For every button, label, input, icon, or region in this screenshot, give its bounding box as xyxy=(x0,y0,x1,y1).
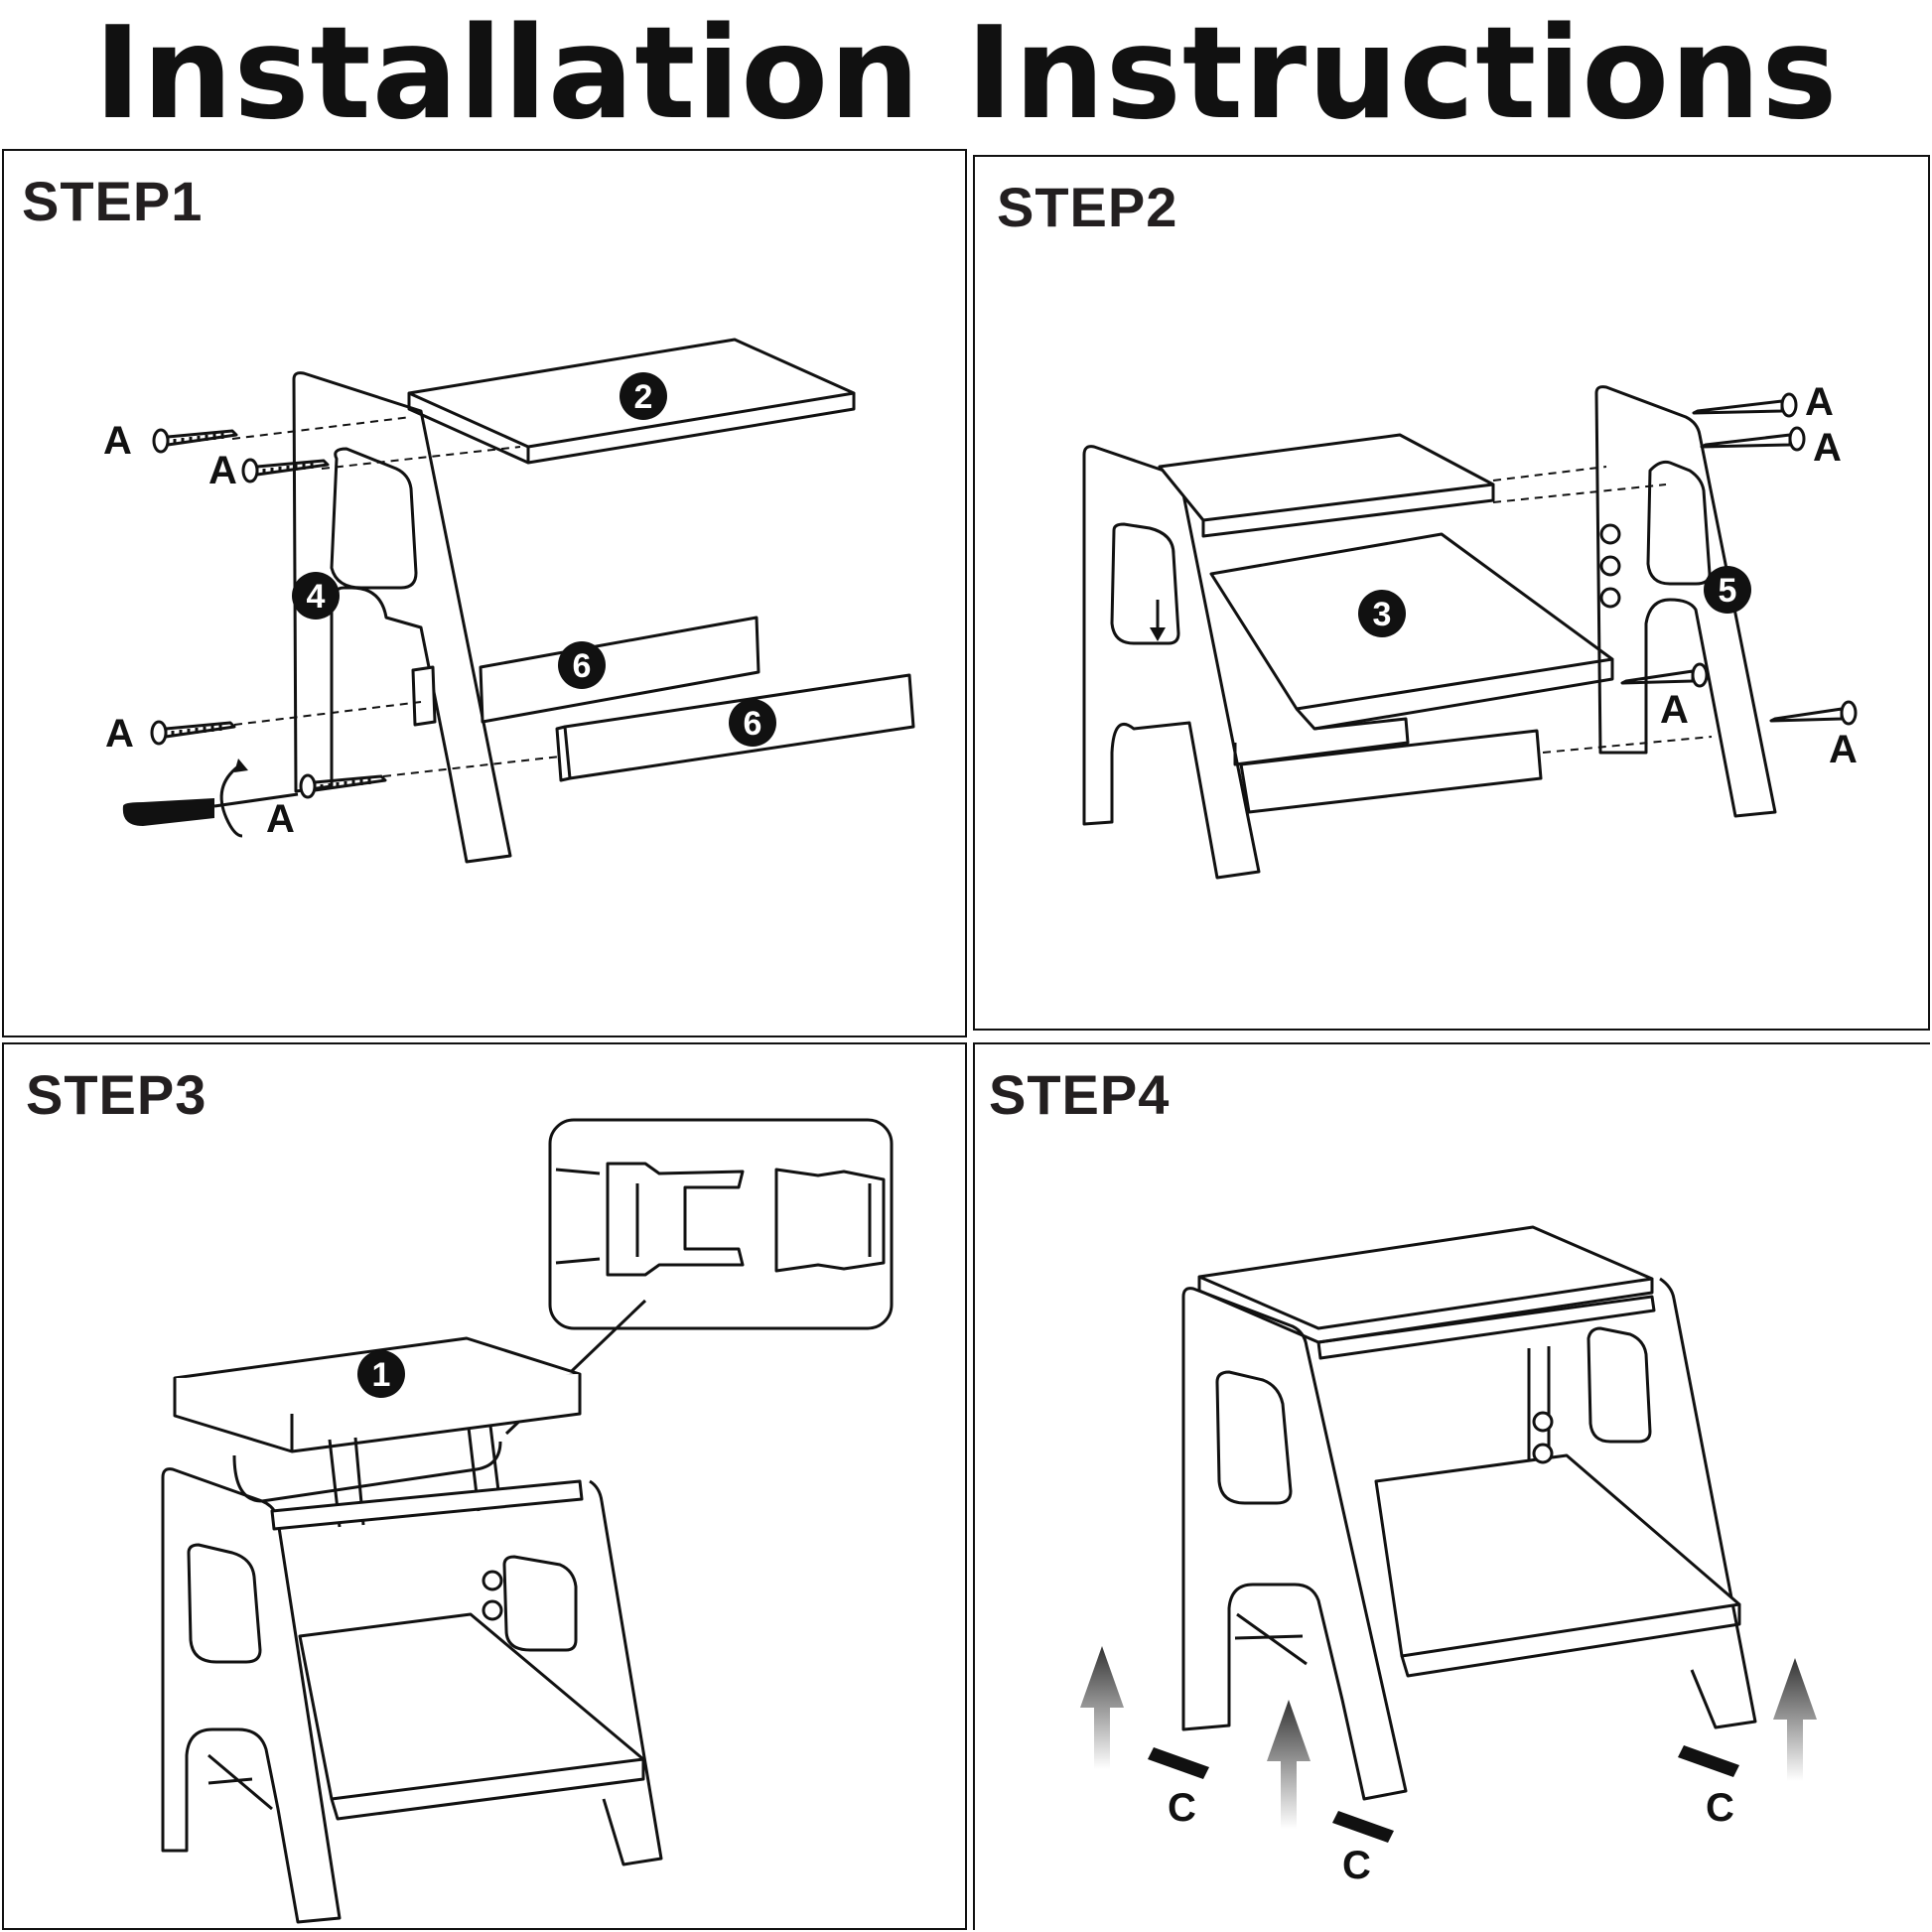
arrow-up-icon xyxy=(1267,1700,1311,1829)
rail-6-upper xyxy=(479,616,760,724)
part-number-badge: 6 xyxy=(744,705,762,743)
arrow-up-icon xyxy=(1773,1658,1817,1781)
top-board-edge xyxy=(1201,484,1495,538)
part-number-badge: 4 xyxy=(307,578,326,616)
step2-diagram: A A A A 3 5 xyxy=(1082,380,1858,880)
screw-icon xyxy=(1620,662,1709,688)
pad-c xyxy=(1678,1745,1739,1777)
screw-icon xyxy=(1769,700,1858,726)
rail xyxy=(1239,729,1543,814)
part-number-badge: 2 xyxy=(634,378,653,416)
guide-line xyxy=(382,756,561,777)
screw-label-a: A xyxy=(1829,728,1858,771)
screw-icon xyxy=(152,428,238,454)
arrow-up-icon xyxy=(1080,1646,1124,1769)
side-panel-5 xyxy=(1594,385,1777,818)
step1-diagram: A A A A 2 4 6 6 xyxy=(103,338,915,864)
screw-label-a: A xyxy=(266,797,295,841)
pad-label-c: C xyxy=(1168,1786,1196,1830)
step4-diagram: C C C xyxy=(1080,1225,1817,1887)
guide-line xyxy=(233,701,422,726)
board-3 xyxy=(1209,532,1614,766)
step2-panel: STEP2 xyxy=(973,155,1930,1031)
step3-label: STEP3 xyxy=(26,1063,207,1126)
guide-line xyxy=(321,446,521,470)
screwdriver-icon xyxy=(122,759,299,838)
step3-panel: STEP3 xyxy=(2,1042,967,1930)
part-number-badge: 3 xyxy=(1373,596,1392,633)
screw-label-a: A xyxy=(1805,380,1834,424)
guide-line xyxy=(1542,736,1713,754)
pad-label-c: C xyxy=(1342,1844,1371,1887)
pad-c xyxy=(1332,1811,1394,1843)
dowel-block xyxy=(411,665,437,727)
stool-frame xyxy=(1181,1277,1757,1801)
step4-label: STEP4 xyxy=(989,1063,1171,1126)
screw-icon xyxy=(299,773,387,799)
guide-line xyxy=(231,416,412,440)
part-number-badge: 6 xyxy=(573,647,592,685)
step1-panel: STEP1 xyxy=(2,149,967,1037)
step3-diagram: 1 xyxy=(161,1118,894,1924)
screw-label-a: A xyxy=(208,449,237,492)
pad-c xyxy=(1148,1747,1209,1779)
screw-label-a: A xyxy=(1660,688,1689,732)
stool-frame xyxy=(161,1467,663,1924)
screw-icon xyxy=(1700,426,1806,452)
screw-label-a: A xyxy=(103,419,132,463)
step2-label: STEP2 xyxy=(997,176,1178,238)
buckle-detail-callout xyxy=(504,1118,894,1436)
part-number-badge: 1 xyxy=(372,1356,391,1394)
step1-label: STEP1 xyxy=(22,170,204,232)
screw-icon xyxy=(241,458,330,483)
screw-icon xyxy=(1692,392,1798,418)
screw-label-a: A xyxy=(1813,426,1842,470)
guide-line xyxy=(1492,483,1667,503)
part-number-badge: 5 xyxy=(1719,572,1737,610)
step4-panel: STEP4 xyxy=(973,1042,1930,1930)
top-board xyxy=(1197,1225,1654,1344)
page-title: Installation Instructions xyxy=(93,0,1839,148)
screw-icon xyxy=(150,720,236,746)
screw-label-a: A xyxy=(105,712,134,756)
guide-line xyxy=(1492,466,1607,482)
pad-label-c: C xyxy=(1706,1786,1734,1830)
